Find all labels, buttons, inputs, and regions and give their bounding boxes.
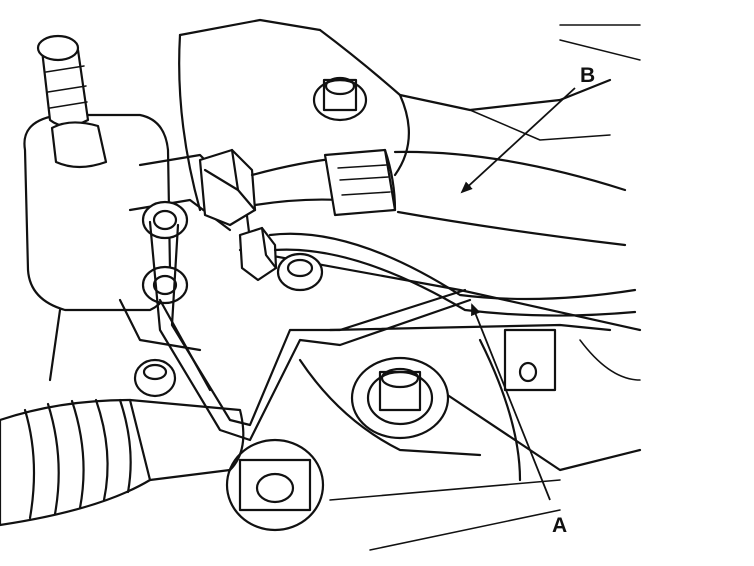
return-line bbox=[268, 232, 637, 317]
subframe-structure bbox=[178, 18, 642, 551]
upper-mount-bolt bbox=[312, 76, 368, 122]
rack-mount-bolt bbox=[133, 358, 177, 398]
center-mount-bolt bbox=[350, 356, 450, 440]
pressure-hose bbox=[250, 148, 627, 247]
upper-line-fitting bbox=[198, 148, 257, 227]
callout-a-leader bbox=[471, 303, 551, 501]
rack-boot bbox=[0, 398, 245, 527]
callout-b-leader bbox=[460, 87, 576, 194]
callout-b-label: B bbox=[580, 64, 595, 87]
callout-a-label: A bbox=[552, 514, 567, 537]
fluid-line-bracket bbox=[141, 200, 472, 442]
lower-line-fitting bbox=[238, 226, 278, 282]
lower-flange-bolt bbox=[225, 438, 325, 532]
input-shaft bbox=[36, 34, 108, 169]
small-mount-bolt bbox=[276, 252, 324, 292]
